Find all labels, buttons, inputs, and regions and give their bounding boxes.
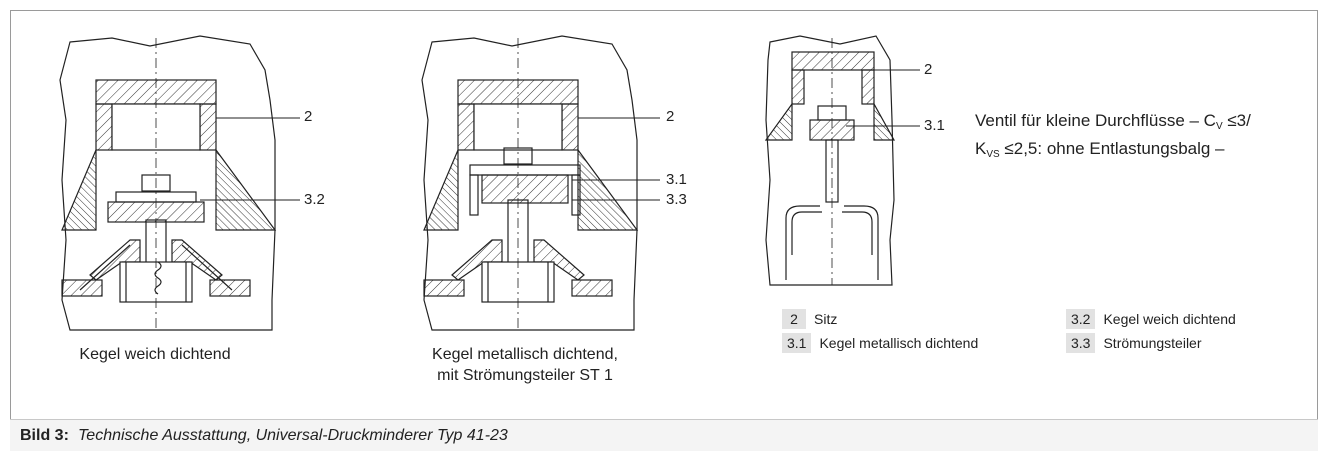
legend-label: Sitz [814, 311, 838, 327]
callout-a-3-2: 3.2 [304, 191, 325, 208]
drawing-b-caption-line1: Kegel metallisch dichtend, [432, 346, 618, 363]
valve-drawing-metal-seal [421, 35, 660, 331]
legend-label: Kegel weich dichtend [1103, 311, 1236, 327]
legend-number: 2 [782, 309, 806, 329]
legend-number: 3.1 [782, 333, 812, 353]
legend-label: Strömungsteiler [1103, 335, 1202, 351]
valve-drawing-soft-seal [59, 35, 300, 331]
legend-item-3-1: 3.1 Kegel metallisch dichtend [782, 333, 978, 353]
figure-caption-text: Technische Ausstattung, Universal-Druckm… [78, 427, 508, 444]
legend-item-2: 2 Sitz [782, 309, 837, 329]
drawing-b-caption: Kegel metallisch dichtend, mit Strömungs… [400, 344, 650, 386]
callout-b-3-3: 3.3 [666, 191, 687, 208]
legend-number: 3.2 [1066, 309, 1096, 329]
legend-label: Kegel metallisch dichtend [819, 335, 979, 351]
figure-caption-label: Bild 3: [20, 427, 69, 444]
small-flow-note: Ventil für kleine Durchflüsse – CV ≤3/ K… [975, 110, 1251, 166]
callout-c-2: 2 [924, 61, 933, 78]
drawing-a-caption: Kegel weich dichtend [79, 346, 231, 363]
callout-c-3-1: 3.1 [924, 117, 945, 134]
figure-caption: Bild 3: Technische Ausstattung, Universa… [10, 419, 1318, 451]
legend-item-3-3: 3.3 Strömungsteiler [1066, 333, 1202, 353]
legend-number: 3.3 [1066, 333, 1096, 353]
note-line-1: Ventil für kleine Durchflüsse – CV ≤3/ [975, 111, 1251, 132]
note-line-2: KVS ≤2,5: ohne Entlastungsbalg – [975, 139, 1225, 160]
callout-a-2: 2 [304, 108, 313, 125]
legend-item-3-2: 3.2 Kegel weich dichtend [1066, 309, 1236, 329]
drawing-b-caption-line2: mit Strömungsteiler ST 1 [437, 367, 613, 384]
callout-b-3-1: 3.1 [666, 171, 687, 188]
valve-drawing-small-flow [764, 35, 920, 286]
callout-b-2: 2 [666, 108, 675, 125]
